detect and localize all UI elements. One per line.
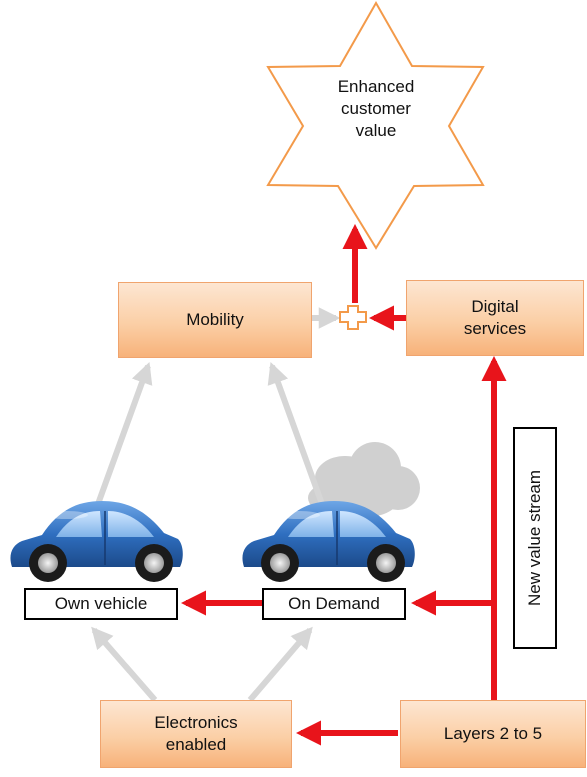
cloud-icon (308, 442, 420, 518)
arrow-own-vehicle-to-mobility (95, 361, 153, 506)
star-shape (266, 0, 485, 250)
electronics-enabled-box: Electronics enabled (100, 700, 292, 768)
arrow-electronics-to-own-vehicle (91, 626, 158, 702)
gray-arrows (91, 307, 341, 702)
car-icon-own-vehicle (10, 501, 183, 582)
arrow-on-demand-to-mobility (267, 361, 325, 506)
digital-services-box: Digital services (406, 280, 584, 356)
on-demand-label: On Demand (262, 588, 406, 620)
layers-box: Layers 2 to 5 (400, 700, 586, 768)
mobility-box: Mobility (118, 282, 312, 358)
new-value-stream-box: New value stream (513, 427, 557, 649)
star-label: Enhanced customer value (337, 77, 415, 141)
own-vehicle-label: Own vehicle (24, 588, 178, 620)
new-value-stream-label: New value stream (525, 469, 544, 607)
plus-icon (339, 305, 367, 330)
car-icon-on-demand (242, 501, 415, 582)
arrow-electronics-to-on-demand (247, 626, 313, 702)
red-arrows (180, 223, 507, 746)
